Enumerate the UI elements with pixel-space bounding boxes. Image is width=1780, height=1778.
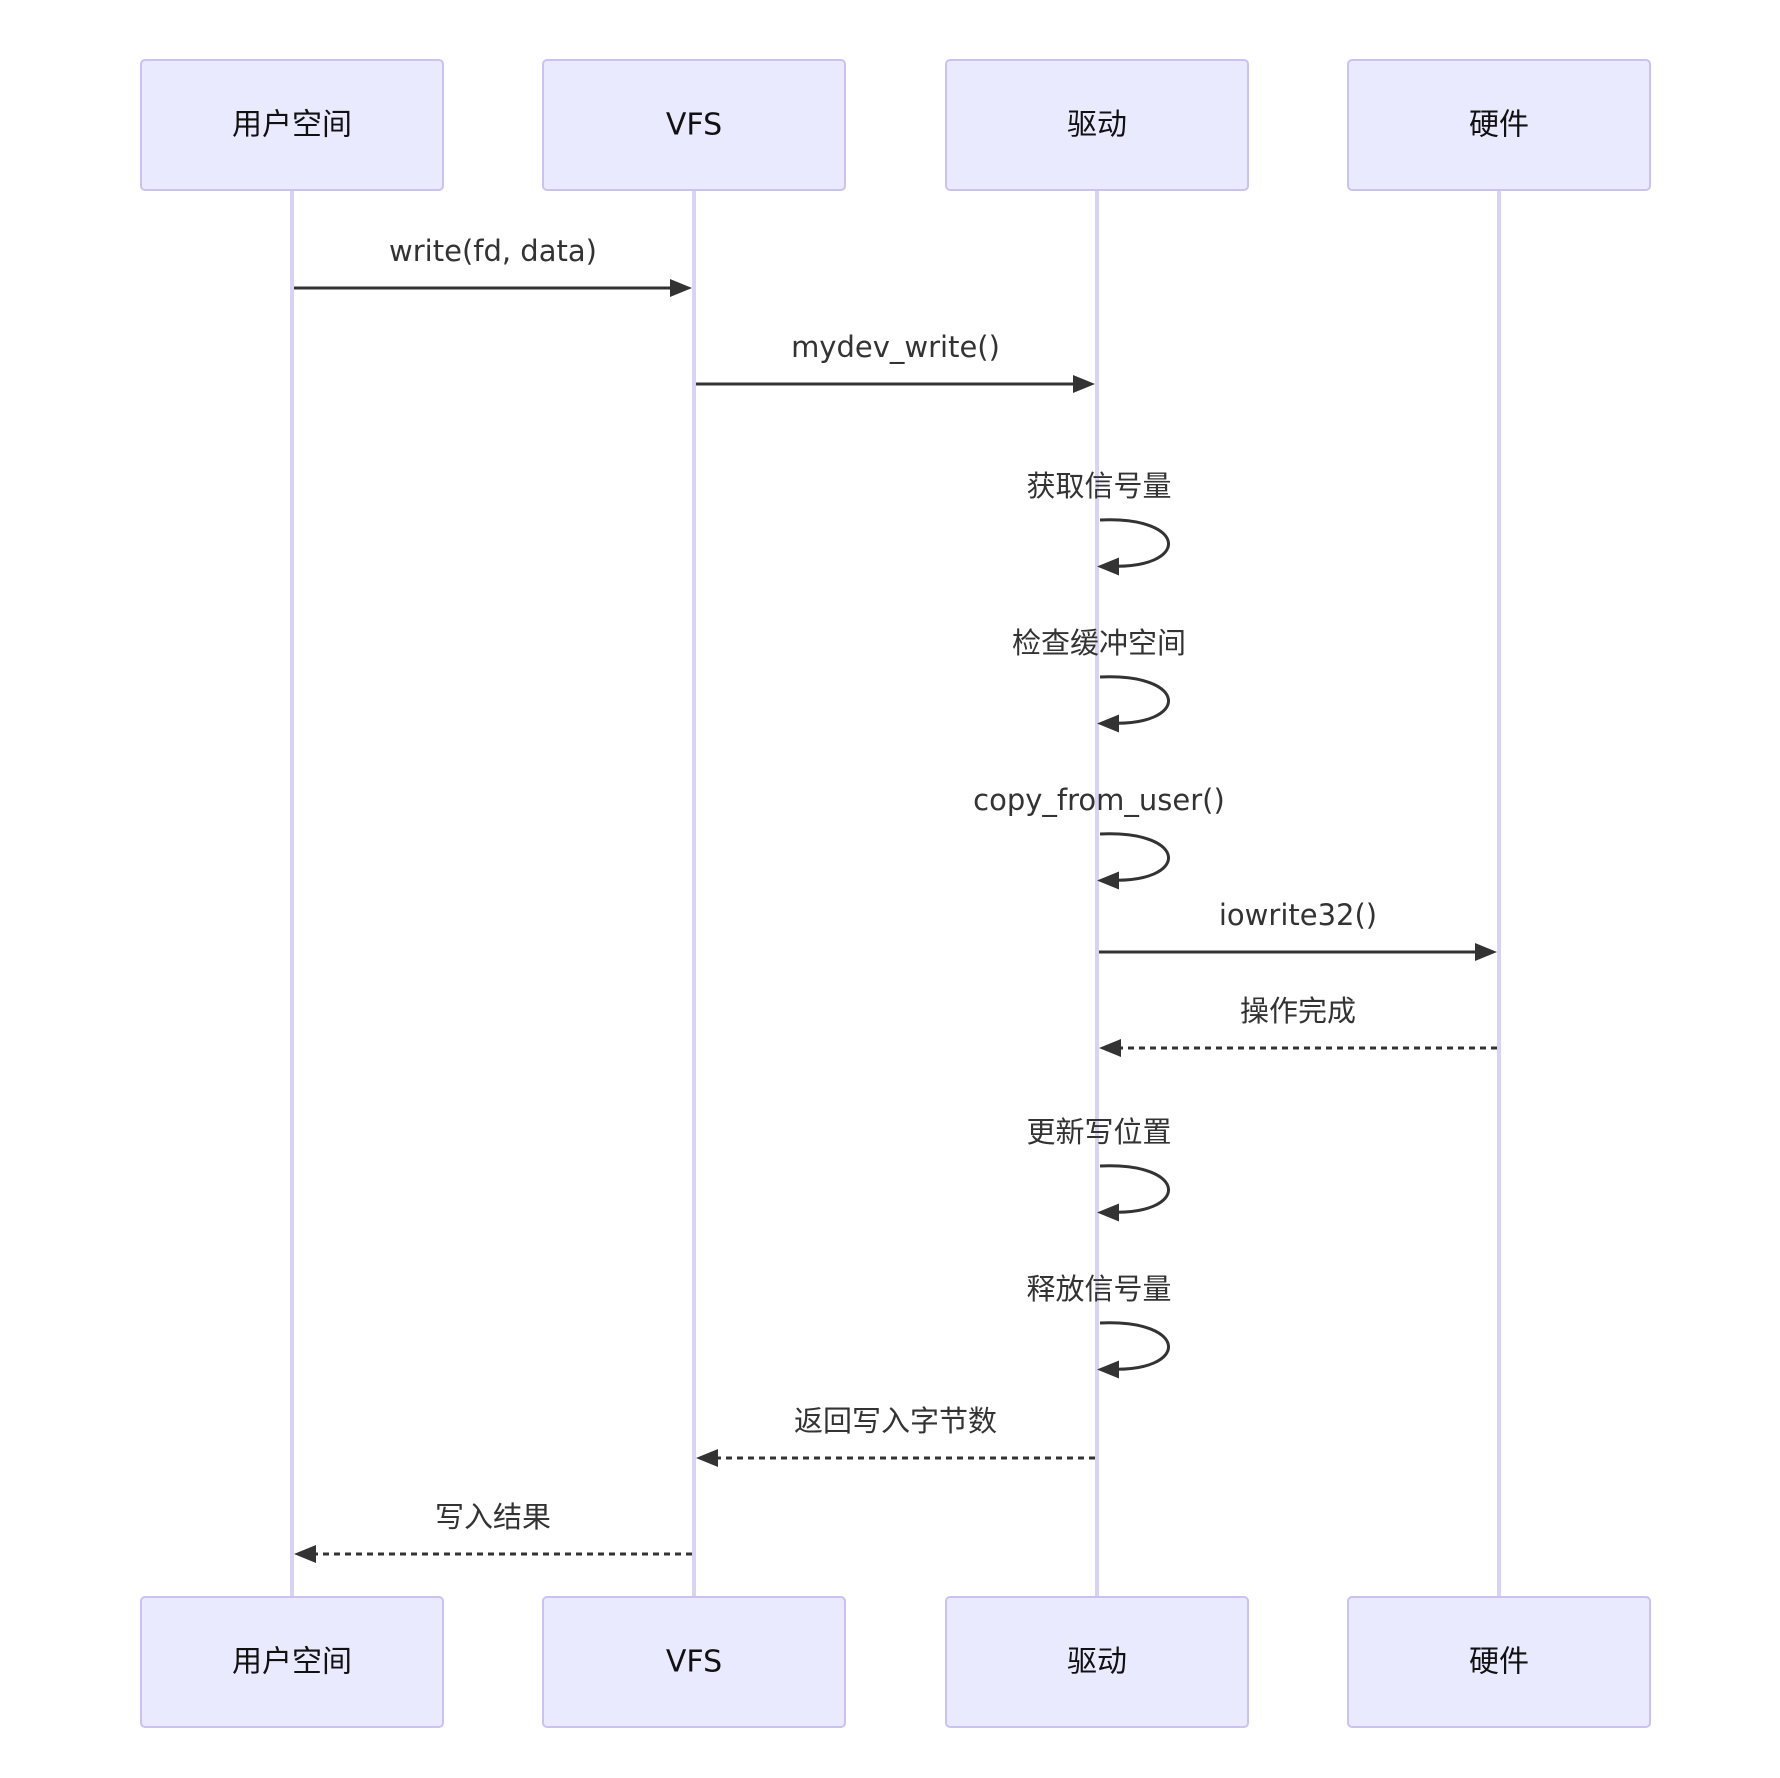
participant-label: 用户空间: [232, 1645, 352, 1680]
message-label: 操作完成: [1240, 994, 1356, 1028]
self-message-loop: [1099, 1164, 1170, 1214]
message-label: 获取信号量: [1026, 469, 1171, 503]
participant-user-top: 用户空间: [140, 59, 444, 191]
participant-label: 用户空间: [232, 108, 352, 143]
message-2: mydev_write(): [696, 330, 1095, 393]
participant-driver-top: 驱动: [945, 59, 1249, 191]
participant-box: [140, 1596, 444, 1728]
arrowhead: [1097, 1203, 1119, 1222]
message-label: write(fd, data): [389, 234, 597, 268]
message-8: 更新写位置: [1026, 1115, 1172, 1222]
participant-box: [140, 59, 444, 191]
participant-label: 硬件: [1469, 1645, 1529, 1680]
participant-label: 硬件: [1469, 108, 1529, 143]
participant-hw-top: 硬件: [1347, 59, 1651, 191]
message-4: 检查缓冲空间: [1012, 626, 1186, 733]
message-1: write(fd, data): [294, 234, 692, 297]
self-message-loop: [1099, 518, 1170, 568]
self-message-loop: [1099, 1321, 1170, 1371]
message-10: 返回写入字节数: [696, 1404, 1095, 1467]
participant-label: 驱动: [1067, 108, 1127, 143]
message-label: 释放信号量: [1026, 1272, 1171, 1306]
arrowhead: [1073, 375, 1095, 393]
self-message-loop: [1099, 675, 1170, 725]
message-label: 返回写入字节数: [794, 1404, 997, 1438]
participant-label: VFS: [666, 1645, 722, 1680]
participant-label: 驱动: [1067, 1645, 1127, 1680]
message-9: 释放信号量: [1026, 1272, 1172, 1379]
message-label: 更新写位置: [1026, 1115, 1171, 1149]
participant-vfs-bottom: VFS: [542, 1596, 846, 1728]
arrowhead: [670, 279, 692, 297]
message-11: 写入结果: [294, 1500, 692, 1563]
arrowhead: [696, 1449, 718, 1467]
participant-vfs-top: VFS: [542, 59, 846, 191]
participant-user-bottom: 用户空间: [140, 1596, 444, 1728]
message-label: mydev_write(): [791, 330, 1000, 364]
participant-box: [945, 1596, 1249, 1728]
message-label: copy_from_user(): [973, 783, 1225, 817]
participant-box: [542, 1596, 846, 1728]
arrowhead: [294, 1545, 316, 1563]
participant-hw-bottom: 硬件: [1347, 1596, 1651, 1728]
arrowhead: [1097, 557, 1119, 576]
participant-box: [1347, 59, 1651, 191]
participant-box: [1347, 1596, 1651, 1728]
message-6: iowrite32(): [1099, 898, 1497, 961]
participant-driver-bottom: 驱动: [945, 1596, 1249, 1728]
participant-label: VFS: [666, 108, 722, 143]
message-label: 写入结果: [435, 1500, 551, 1534]
lifelines: [290, 190, 1501, 1597]
arrowhead: [1097, 1360, 1119, 1379]
message-label: 检查缓冲空间: [1012, 626, 1186, 660]
message-7: 操作完成: [1099, 994, 1497, 1057]
arrowhead: [1475, 943, 1497, 961]
arrowhead: [1097, 871, 1119, 890]
message-5: copy_from_user(): [973, 783, 1225, 890]
participant-box: [542, 59, 846, 191]
message-label: iowrite32(): [1219, 898, 1377, 932]
message-3: 获取信号量: [1026, 469, 1172, 576]
self-message-loop: [1099, 832, 1170, 882]
arrowhead: [1099, 1039, 1121, 1057]
participant-box: [945, 59, 1249, 191]
arrowhead: [1097, 714, 1119, 733]
